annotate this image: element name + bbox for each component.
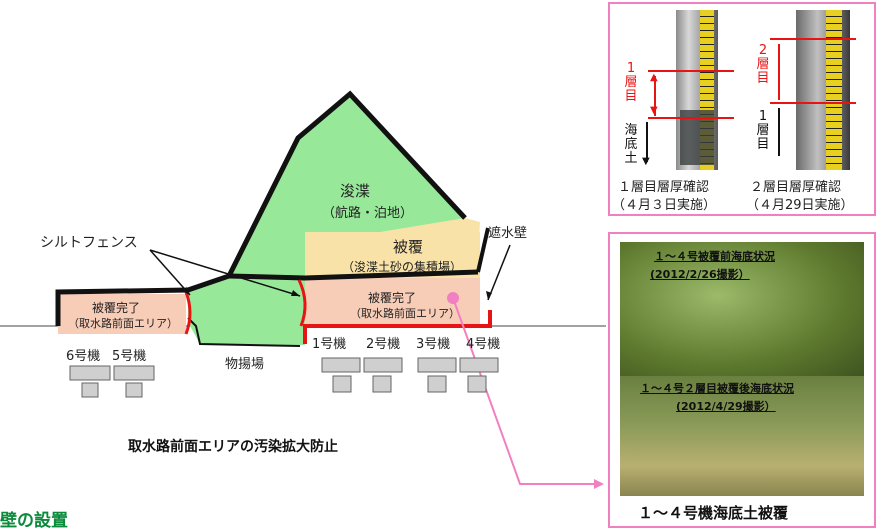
- layer-line-bottom-right: [770, 102, 856, 104]
- layer-line-top-left: [648, 70, 734, 72]
- after-photo-date: (2012/4/29撮影）: [676, 400, 776, 413]
- up-arrowhead-icon: ▲: [650, 72, 658, 83]
- silt-fence-left-red: [184, 291, 192, 335]
- arrowhead-2: [291, 290, 300, 296]
- dredged-subtitle: （航路・泊地）: [322, 206, 414, 221]
- silt-fence-arrow-left: [149, 249, 191, 296]
- seawall-line: [476, 227, 490, 273]
- dredged-title: 浚渫: [340, 182, 371, 200]
- connector-arrowhead: [594, 479, 604, 489]
- unit2-label: 2号機: [366, 337, 401, 352]
- unit3-label: 3号機: [416, 337, 451, 352]
- layer2-arrow: [778, 44, 780, 100]
- cover-title: 被覆: [393, 238, 424, 256]
- seabed-after-photo: １～４号２層目被覆後海底状況 (2012/4/29撮影）: [620, 376, 864, 496]
- covered-right-subtitle: （取水路前面エリア）: [350, 307, 460, 320]
- layer-line-bottom-left: [648, 117, 734, 119]
- soil-arrow: [646, 122, 648, 162]
- after-photo-title: １～４号２層目被覆後海底状況: [640, 382, 794, 395]
- breakwater-lower: [187, 317, 301, 347]
- core-sample-photo-right: [796, 10, 850, 170]
- layer2-label-right: 2層目: [756, 43, 770, 86]
- seabed-soil-core: [680, 110, 714, 165]
- layer1-label-left: 1層目: [624, 61, 638, 104]
- unit6-label: 6号機: [66, 349, 101, 364]
- unit1-label: 1号機: [312, 337, 347, 352]
- layer1-arrow-right: [778, 108, 780, 156]
- arrowhead-3: [486, 291, 492, 300]
- unit5-label: 5号機: [112, 349, 147, 364]
- measuring-tape-right: [826, 10, 842, 170]
- layer-line-top-right: [770, 38, 856, 40]
- breakwater-inner: [228, 269, 479, 281]
- layer1-arrow-left: [654, 76, 656, 116]
- covered-left-subtitle: （取水路前面エリア）: [68, 317, 178, 330]
- seabed-before-photo: １～４号被覆前海底状況 (2012/2/26撮影）: [620, 242, 864, 376]
- unit-buildings-right: [321, 357, 499, 393]
- before-photo-date: (2012/2/26撮影）: [650, 268, 750, 281]
- section-heading-partial: 壁の設置: [0, 511, 68, 531]
- unit4-label: 4号機: [466, 337, 501, 352]
- seawall-label: 遮水壁: [488, 226, 528, 241]
- down-arrowhead-icon: ▼: [650, 105, 658, 116]
- covered-left-title: 被覆完了: [92, 301, 141, 315]
- diagram-caption: 取水路前面エリアの汚染拡大防止: [128, 439, 338, 455]
- red-seabed-line: [303, 310, 492, 344]
- seawall-arrow: [487, 244, 511, 301]
- silt-fence-arrow-right: [149, 249, 301, 297]
- right-photo-caption-2: （４月29日実施）: [746, 198, 854, 213]
- seabed-photo-panel: １～４号被覆前海底状況 (2012/2/26撮影） １～４号２層目被覆後海底状況…: [608, 232, 876, 528]
- layer-check-panel: 1層目 ▲ ▼ 海底土 ▼ 2層目 1層目 １層目層厚確認 （４月３日実施） ２…: [608, 2, 876, 216]
- seabed-panel-caption: １～４号機海底土被覆: [638, 504, 789, 522]
- right-photo-caption-1: ２層目層厚確認: [750, 180, 842, 195]
- covered-right-title: 被覆完了: [368, 291, 417, 305]
- silt-fence-label: シルトフェンス: [40, 235, 138, 251]
- before-photo-title: １～４号被覆前海底状況: [654, 250, 775, 263]
- core-sample-photo-left: [676, 10, 718, 170]
- left-photo-caption-1: １層目層厚確認: [618, 180, 710, 195]
- seabed-soil-label: 海底土: [624, 123, 638, 166]
- left-photo-caption-2: （４月３日実施）: [612, 198, 717, 213]
- layer1-label-right: 1層目: [756, 109, 770, 152]
- unloading-label: 物揚場: [225, 357, 265, 372]
- soil-arrowhead-icon: ▼: [642, 156, 650, 167]
- silt-fence-right-red: [297, 279, 307, 327]
- cover-subtitle: （浚渫土砂の集積場）: [342, 260, 463, 274]
- unit-buildings-left: [69, 365, 155, 398]
- covered-area-left: [58, 294, 186, 334]
- arrowhead-1: [182, 287, 190, 295]
